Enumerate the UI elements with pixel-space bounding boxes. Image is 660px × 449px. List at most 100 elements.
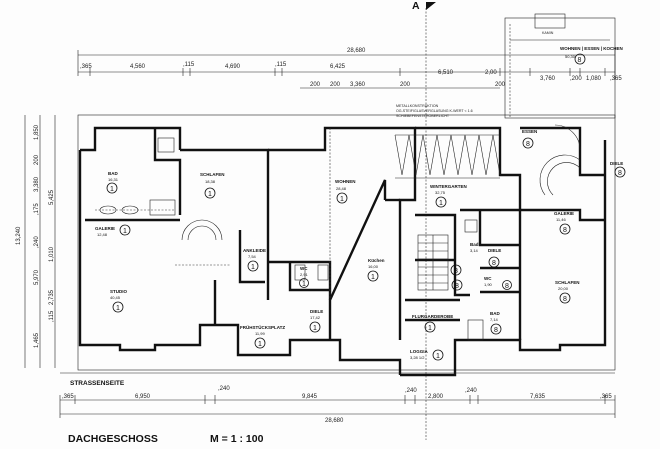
room-num: 8 (492, 260, 496, 267)
room-num: 8 (454, 268, 458, 275)
dim-left-5: 5,425 (49, 189, 55, 205)
room-num: 1 (208, 191, 212, 198)
room-area: 11,46 (556, 217, 566, 222)
dim-bottom-5: ,240 (405, 388, 417, 394)
room-label: SCHLAFEN (555, 280, 580, 285)
room-label: DIELE (310, 309, 323, 314)
dim-left-total: 13,240 (16, 226, 22, 245)
room-label: ESSEN (522, 129, 537, 134)
dim-top-2: 4,560 (130, 64, 146, 70)
room-label: Küchen (368, 258, 385, 263)
dim-bottom-3: ,240 (218, 386, 230, 392)
dim-top-3: ,115 (183, 62, 195, 68)
dim-left-11: 1,465 (34, 332, 40, 348)
dim-top-s2: 200 (330, 82, 341, 88)
street-label: STRASSENSEITE (70, 380, 125, 387)
dim-top-11: 1,080 (586, 76, 602, 82)
room-label: DIELE (610, 161, 623, 166)
dim-left-1: 1,850 (34, 124, 40, 140)
room-label: DIELE (488, 248, 501, 253)
room-galerie-8: GALERIE 11,46 8 (554, 211, 574, 235)
room-ankleide-1: ANKLEIDE 7,54 1 (243, 248, 266, 272)
dashed-roof-lines (95, 128, 331, 300)
room-area: 20,00 (558, 286, 569, 291)
room-diele-1: DIELE 17,42 1 (309, 309, 323, 333)
dim-left-3: 3,380 (34, 176, 40, 192)
room-wohnen-essen-kochen-num: 8 (578, 57, 582, 64)
dim-bottom-2: 6,950 (135, 394, 151, 400)
plan-scale: M = 1 : 100 (210, 433, 264, 445)
room-area: 17,42 (310, 315, 321, 320)
room-num: 1 (428, 325, 432, 332)
room-num: 1 (436, 353, 440, 360)
room-area: 11,99 (255, 331, 265, 336)
room-area: 16,00 (368, 264, 379, 269)
dim-top-s1: 200 (310, 82, 321, 88)
dim-top-5: ,115 (275, 62, 287, 68)
dim-bottom-1: ,365 (62, 394, 74, 400)
room-area: 16,31 (108, 177, 119, 182)
room-area: 7,54 (248, 254, 257, 259)
note-line-3: SCHIEBEFENSTEROBERLICHT (396, 114, 450, 118)
dim-top-6: 6,425 (330, 64, 346, 70)
street-side: STRASSENSEITE (60, 372, 615, 387)
room-num: 1 (258, 341, 262, 348)
room-fruehstuecksplatz-1: FRÜHSTÜCKSPLATZ 11,99 1 (240, 324, 285, 349)
room-num: 1 (439, 200, 443, 207)
room-diele-8: DIELE 8 (488, 248, 501, 268)
room-num: 8 (563, 227, 567, 234)
dim-top-9: 3,760 (540, 76, 556, 82)
roof-terrace: KAMIN WOHNEN | ESSEN | KOCHEN 50,30 8 (504, 13, 623, 119)
dim-bottom-4: 9,845 (302, 394, 318, 400)
room-num: 1 (110, 186, 114, 193)
room-wintergarten-1: WINTERGARTEN 32,75 1 (430, 184, 467, 208)
top-dimensions: 28,680 ,365 4,560 ,115 4,690 ,115 6,425 … (77, 48, 622, 89)
room-kuechen-1: Küchen 16,00 1 (367, 258, 385, 282)
room-label: WC (484, 276, 492, 281)
room-label: FLURGARDEROBE (412, 314, 453, 319)
room-area: 2,91 (300, 272, 309, 277)
room-label: GALERIE (554, 211, 574, 216)
room-area: 18,38 (205, 179, 216, 184)
dim-bottom-9: ,365 (600, 394, 612, 400)
room-schlafen-8: SCHLAFEN 20,00 8 (555, 280, 580, 304)
note-line-2: OG-STEIFIGLASVERGLASUNG K-WERT < 1.6 (396, 109, 473, 113)
dim-left-10: ,115 (49, 310, 55, 322)
bath-fixtures (99, 137, 484, 341)
dim-left-2: 200 (34, 154, 40, 165)
room-label: GALERIE (95, 226, 115, 231)
room-wohnen-essen-kochen-label: WOHNEN | ESSEN | KOCHEN (560, 46, 623, 51)
bottom-dimensions: ,365 6,950 ,240 9,845 ,240 2,800 ,240 7,… (59, 386, 616, 424)
room-wc-1: WC 2,91 1 (299, 266, 309, 288)
room-unlabeled-8: 8 (450, 264, 462, 276)
room-num: 1 (371, 274, 375, 281)
room-area: 40,45 (110, 295, 121, 300)
room-label: Bad (470, 242, 479, 247)
room-num: 1 (123, 228, 127, 235)
room-wc-8: WC 1,90 8 (484, 276, 512, 290)
room-bad-8: BAD 7,14 8 (490, 311, 502, 335)
room-label: SCHLAFEN (200, 172, 225, 177)
room-bad-8-small: Bad 3,14 8 (451, 242, 479, 291)
kamin-label: KAMIN (542, 31, 554, 35)
room-area: 1,90 (484, 282, 493, 287)
room-num: 8 (494, 327, 498, 334)
dim-top-s5: 200 (495, 82, 506, 88)
dim-bottom-7: ,240 (465, 388, 477, 394)
dim-top-s4: 200 (400, 82, 411, 88)
room-loggia-1: LOGGIA 3,28 1/2 1 (410, 349, 444, 361)
spiral-stairs (181, 124, 581, 241)
room-label: STUDIO (110, 289, 128, 294)
room-num: 1 (116, 305, 120, 312)
room-flurgarderobe-1: FLURGARDEROBE 1 (412, 314, 453, 333)
dim-left-8: 5,970 (34, 269, 40, 285)
room-schlafen-1: SCHLAFEN 18,38 1 (200, 172, 225, 199)
dim-top-total: 28,680 (347, 48, 366, 54)
room-num: 8 (455, 283, 459, 290)
dim-top-8: 2,00 (485, 70, 497, 76)
room-area: 3,28 1/2 (410, 355, 425, 360)
dim-top-10: ,200 (570, 76, 582, 82)
room-diele-8-right: DIELE 8 (610, 161, 626, 178)
room-label: WINTERGARTEN (430, 184, 467, 189)
